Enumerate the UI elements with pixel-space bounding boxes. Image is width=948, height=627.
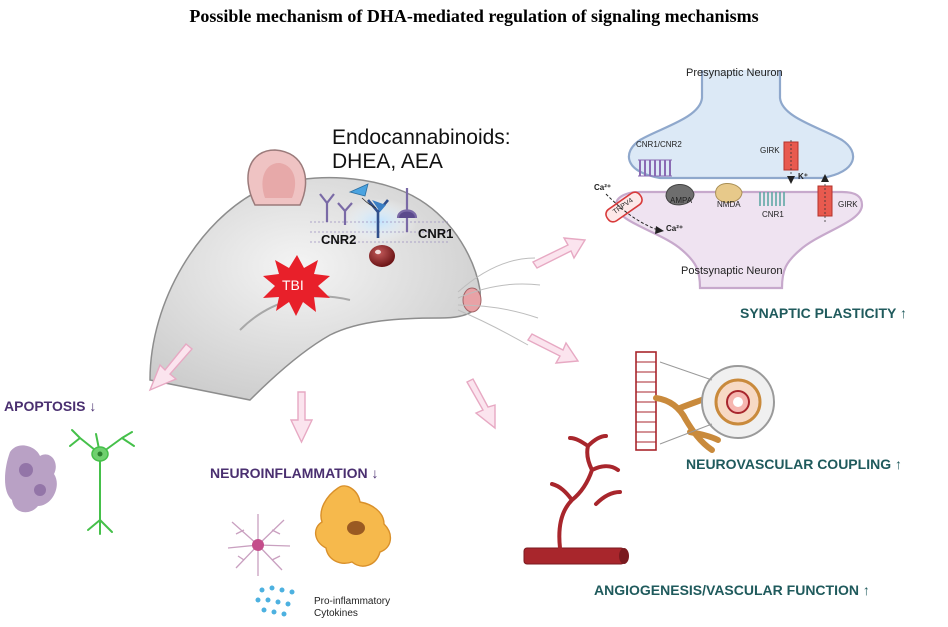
arrow-to-synapse — [531, 237, 587, 269]
ligand-bound-icon — [372, 200, 386, 212]
presynaptic-terminal — [627, 70, 855, 180]
tbi-burst-icon — [263, 255, 330, 316]
cnr1-cnr2-receptor-icon — [638, 159, 672, 177]
apoptotic-cell-blob — [5, 445, 57, 513]
endocannabinoids-line1: Endocannabinoids: — [332, 126, 511, 149]
cnr2-receptor-left — [319, 193, 335, 222]
synapse-illustration — [605, 70, 864, 290]
nmda-receptor-icon — [715, 183, 743, 203]
cnr1-receptor — [396, 188, 418, 232]
k-flow-arrow — [787, 176, 795, 184]
neurovascular-illustration — [635, 351, 775, 453]
ca-in-label: Ca²⁺ — [594, 183, 612, 192]
cnr2-receptor-mid — [337, 202, 353, 225]
rat-ear-inner — [262, 162, 296, 198]
rat-eye-highlight — [375, 249, 381, 255]
cnr2-label: CNR2 — [321, 232, 357, 247]
ampa-label: AMPA — [670, 196, 693, 205]
nmda-label: NMDA — [717, 200, 741, 209]
postsynaptic-terminal — [614, 190, 864, 290]
k-ion-label: K⁺ — [798, 172, 808, 181]
ligand-triangle-icon — [348, 183, 369, 197]
cytokine-dots — [255, 585, 295, 617]
endocannabinoids-line2: DHEA, AEA — [332, 150, 443, 173]
neuroinflammation-label: NEUROINFLAMMATION ↓ — [210, 465, 379, 481]
apoptosis-illustration — [5, 429, 135, 535]
cytokines-label: Pro-inflammatory Cytokines — [314, 596, 390, 620]
neuroinflammation-illustration — [227, 485, 391, 617]
outcome-arrows — [148, 237, 587, 444]
presynaptic-label: Presynaptic Neuron — [686, 67, 783, 79]
cnr2-receptor-bound — [367, 199, 389, 238]
arrow-to-angiogenesis — [466, 378, 496, 430]
rat-whiskers — [457, 257, 541, 346]
arrow-to-apoptosis — [148, 343, 194, 392]
apoptosis-label: APOPTOSIS ↓ — [4, 398, 97, 414]
postsynaptic-label: Postsynaptic Neuron — [681, 265, 783, 277]
ca-flow-arrow — [605, 193, 659, 231]
cnr1-post-label: CNR1 — [762, 210, 784, 219]
endocannabinoids-label: Endocannabinoids: DHEA, AEA — [332, 126, 511, 174]
girk-post-arrow — [821, 174, 829, 182]
ampa-receptor-icon — [665, 184, 695, 206]
trpv4-channel-icon — [605, 191, 643, 223]
cytokines-line1: Pro-inflammatory — [314, 596, 391, 607]
neurovascular-coupling-label: NEUROVASCULAR COUPLING ↑ — [686, 456, 902, 472]
rat-eye — [369, 245, 395, 267]
girk-pre-label: GIRK — [760, 146, 780, 155]
rat-illustration — [149, 149, 541, 401]
arrow-to-neurovascular — [526, 333, 580, 364]
cnr1-cnr2-label: CNR1/CNR2 — [636, 140, 682, 149]
cnr1-postsynaptic-receptor-icon — [759, 192, 785, 206]
arrow-to-neuroinflammation — [289, 391, 314, 444]
girk-post-label: GIRK — [838, 200, 858, 209]
microglia-icon — [227, 514, 291, 576]
cnr1-label: CNR1 — [418, 226, 454, 241]
angiogenesis-illustration — [523, 434, 629, 565]
ligand-binding-arrow — [361, 197, 377, 209]
cytokines-line2: Cytokines — [314, 608, 358, 619]
ca-out-label: Ca²⁺ — [666, 224, 684, 233]
vessel-sprouts — [550, 434, 622, 550]
figure-title: Possible mechanism of DHA-mediated regul… — [189, 6, 759, 26]
blood-vessel — [523, 547, 625, 565]
rat-nose — [462, 287, 482, 313]
tbi-label: TBI — [282, 277, 304, 293]
vessel-wall — [635, 351, 657, 451]
angiogenesis-label: ANGIOGENESIS/VASCULAR FUNCTION ↑ — [594, 582, 870, 598]
receptor-grid — [310, 221, 450, 243]
synaptic-plasticity-label: SYNAPTIC PLASTICITY ↑ — [740, 305, 907, 321]
neuron-green-icon — [69, 429, 135, 535]
